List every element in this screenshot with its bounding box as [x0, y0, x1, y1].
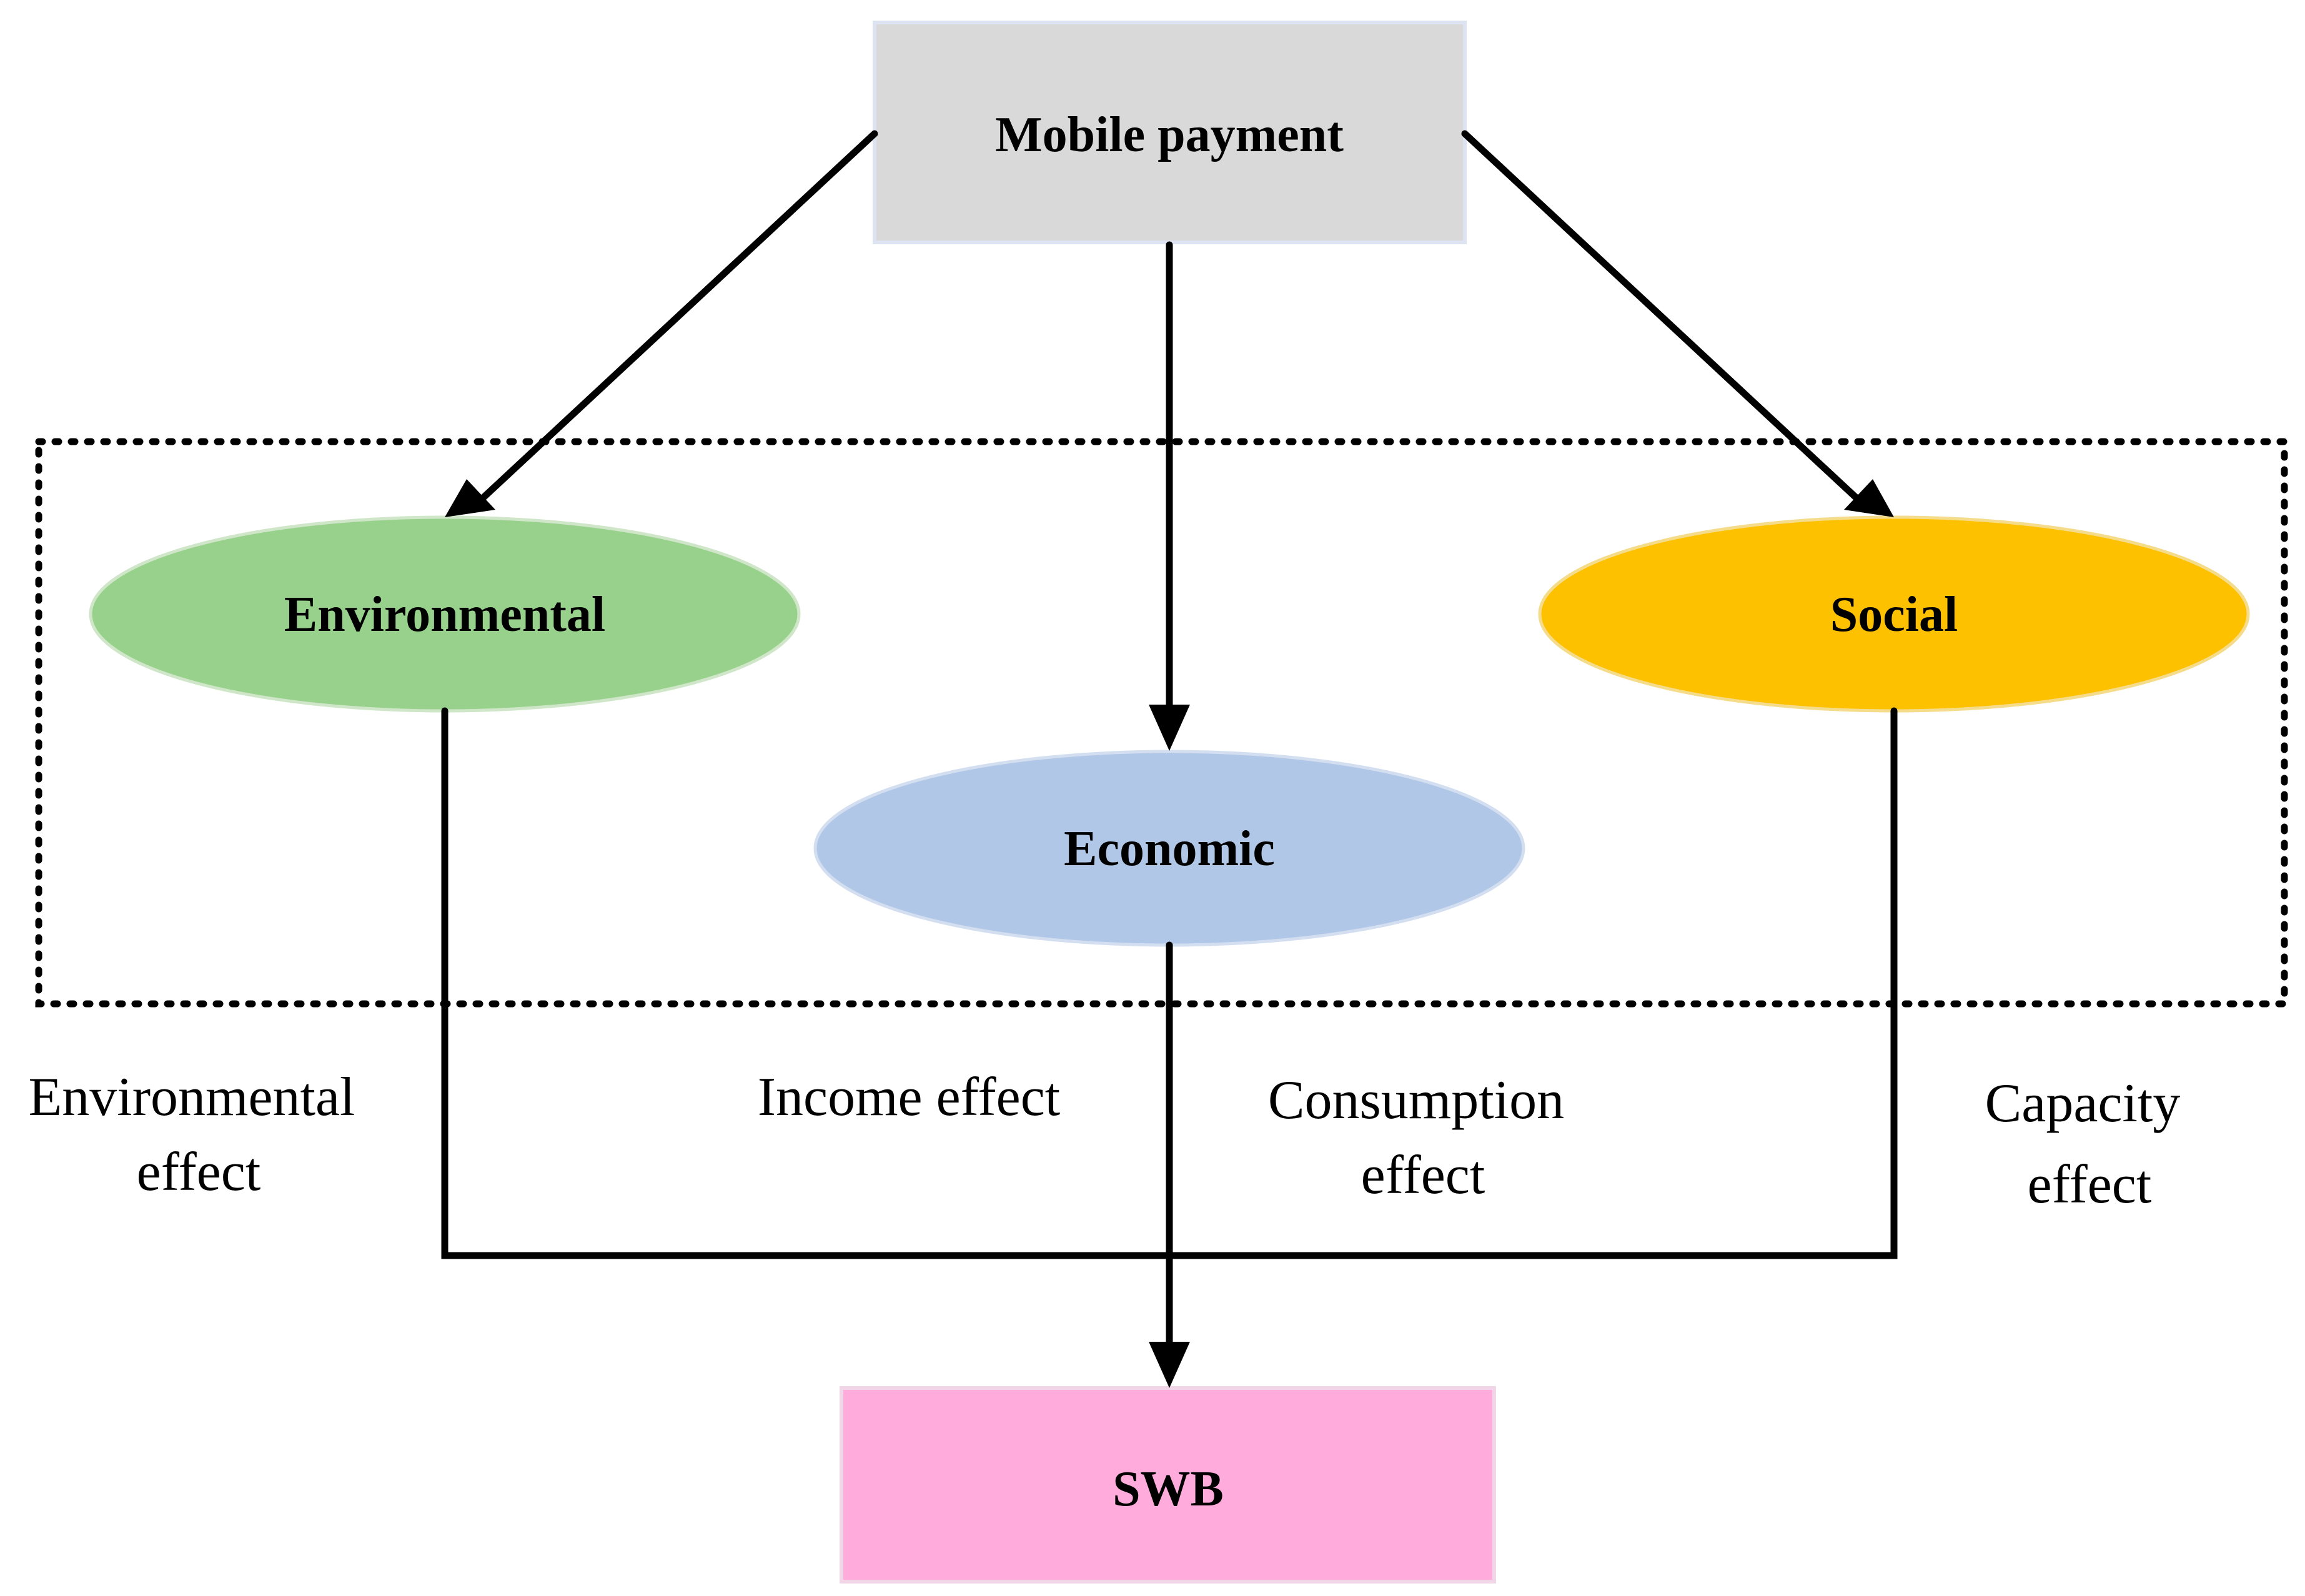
- connector-environmental-to-swb: [441, 707, 1173, 1259]
- node-swb: SWB: [840, 1386, 1496, 1584]
- node-social: Social: [1538, 515, 2250, 713]
- connector-social-to-swb: [1166, 707, 1898, 1259]
- label-environmental-effect-line-1: Environmental: [29, 1067, 355, 1128]
- arrowhead-economic: [1149, 705, 1190, 751]
- label-consumption-effect-line-1: Consumption: [1268, 1070, 1564, 1131]
- label-environmental-effect: Environmental effect: [29, 1067, 369, 1202]
- node-environmental: Environmental: [89, 515, 801, 713]
- node-economic: Economic: [813, 750, 1525, 947]
- arrow-mobile-to-environmental: [477, 130, 878, 503]
- node-social-label: Social: [1830, 587, 1958, 642]
- arrowhead-environmental: [445, 479, 495, 517]
- label-income-effect-line-1: Income effect: [758, 1067, 1061, 1128]
- arrowhead-social: [1844, 479, 1894, 517]
- node-swb-box: [840, 1386, 1496, 1584]
- node-economic-label: Economic: [1064, 821, 1275, 876]
- node-swb-label: SWB: [1113, 1462, 1224, 1517]
- label-consumption-effect: Consumption effect: [1268, 1070, 1578, 1206]
- label-capacity-effect-line-1: Capacity: [1985, 1073, 2181, 1134]
- arrow-mobile-to-social: [1461, 130, 1862, 503]
- node-mobile-payment: Mobile payment: [873, 21, 1467, 244]
- label-capacity-effect: Capacity effect: [1985, 1073, 2194, 1215]
- label-environmental-effect-line-2: effect: [137, 1142, 261, 1202]
- label-capacity-effect-line-2: effect: [2028, 1154, 2152, 1215]
- node-environmental-label: Environmental: [284, 587, 605, 642]
- dimensions-group-frame: [35, 438, 2288, 1008]
- arrowhead-swb: [1149, 1342, 1190, 1388]
- node-mobile-payment-box: [873, 21, 1467, 244]
- label-consumption-effect-line-2: effect: [1361, 1145, 1485, 1206]
- label-income-effect: Income effect: [758, 1067, 1061, 1128]
- node-mobile-payment-label: Mobile payment: [995, 107, 1344, 162]
